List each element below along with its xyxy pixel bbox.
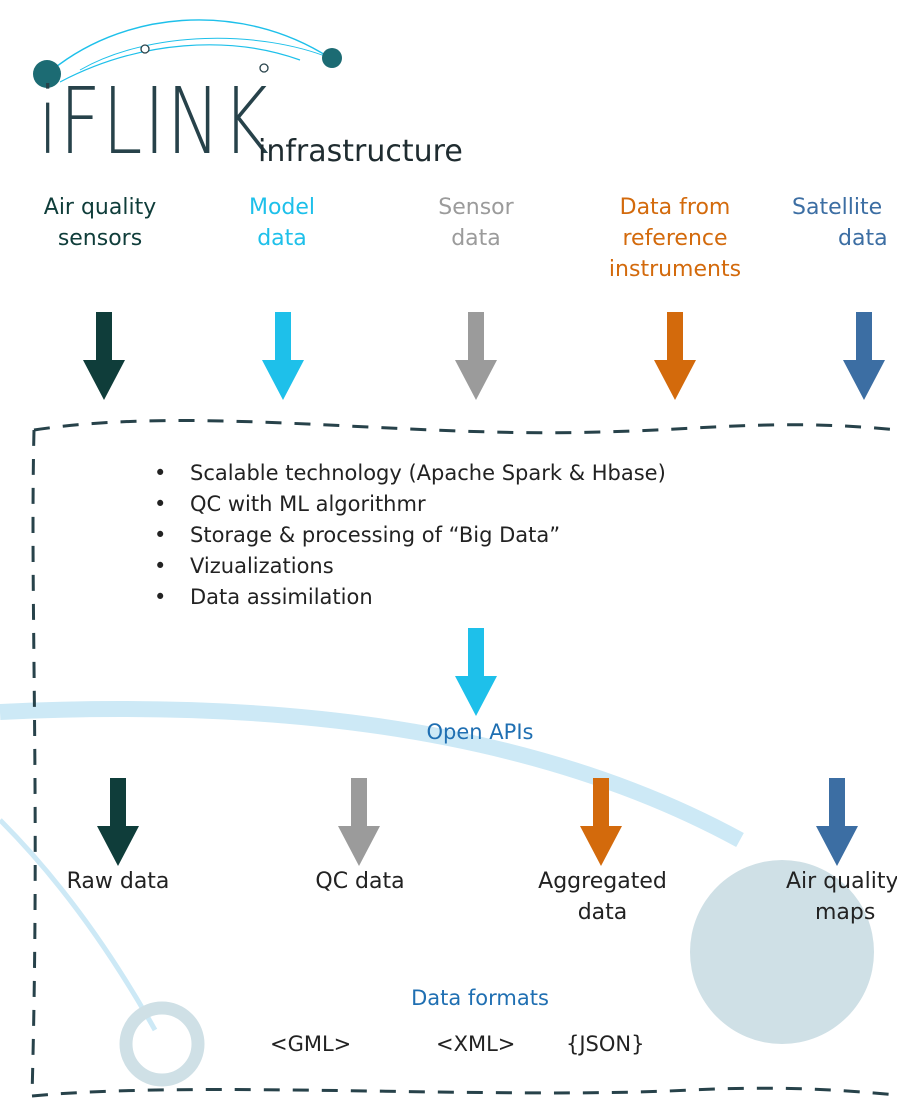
arrow-aggregated-data	[580, 778, 622, 866]
format-gml: <GML>	[270, 1032, 352, 1056]
feature-list: Scalable technology (Apache Spark & Hbas…	[150, 458, 666, 613]
logo-dot	[322, 48, 342, 68]
source-label-model-data: Model data	[192, 192, 372, 254]
source-label-line: data	[451, 226, 501, 251]
source-label-line: data	[838, 226, 888, 251]
logo-wordmark: iFLINK	[38, 68, 271, 175]
source-label-satellite-data: Satellite data	[786, 192, 897, 254]
source-label-line: Satellite	[792, 195, 883, 220]
output-label-line: QC data	[315, 869, 405, 894]
source-label-line: Model	[248, 195, 316, 220]
format-json: {JSON}	[566, 1032, 645, 1056]
output-label-air-quality-maps: Air quality maps	[772, 866, 897, 928]
output-label-line: Raw data	[66, 869, 170, 894]
feature-item: Storage & processing of “Big Data”	[154, 520, 666, 551]
logo-swirl	[44, 19, 331, 77]
arrow-open-apis	[455, 628, 497, 716]
format-xml: <XML>	[436, 1032, 516, 1056]
output-label-aggregated-data: Aggregated data	[525, 866, 680, 928]
decorative-ring	[119, 1001, 205, 1087]
box-border-bottom	[31, 1086, 897, 1098]
source-label-sensor-data: Sensor data	[386, 192, 566, 254]
box-border-top	[33, 419, 897, 435]
logo-dot	[140, 44, 150, 54]
arrow-qc-data	[338, 778, 380, 866]
arrow-air-quality-sensors	[83, 312, 125, 400]
decorative-line	[0, 818, 158, 1032]
source-label-line: Sensor	[438, 195, 514, 220]
output-label-line: Air quality	[786, 869, 897, 894]
data-formats-title: Data formats	[411, 986, 549, 1010]
source-label-line: sensors	[57, 226, 143, 251]
decorative-circle	[690, 860, 874, 1044]
logo-dot	[259, 63, 269, 73]
output-label-raw-data: Raw data	[48, 866, 188, 897]
box-border-left	[30, 429, 37, 1097]
source-label-reference-instruments: Data from reference instruments	[585, 192, 765, 285]
open-apis-label: Open APIs	[426, 720, 534, 744]
source-label-line: data	[257, 226, 307, 251]
logo-swirl	[79, 37, 331, 71]
logo-dot	[33, 60, 61, 88]
arrow-model-data	[262, 312, 304, 400]
arrow-sensor-data	[455, 312, 497, 400]
source-label-air-quality-sensors: Air quality sensors	[10, 192, 190, 254]
logo-swirl	[59, 44, 301, 83]
feature-item: QC with ML algorithmr	[154, 489, 666, 520]
source-label-line: instruments	[608, 257, 742, 282]
output-label-line: Aggregated	[538, 869, 667, 894]
decorative-arc	[0, 701, 744, 848]
output-label-line: maps	[815, 900, 876, 925]
feature-item: Data assimilation	[154, 582, 666, 613]
output-label-line: data	[577, 900, 628, 925]
feature-item: Scalable technology (Apache Spark & Hbas…	[154, 458, 666, 489]
source-label-line: Air quality	[43, 195, 157, 220]
arrow-air-quality-maps	[816, 778, 858, 866]
source-label-line: Data from	[619, 195, 731, 220]
logo-subtitle: infrastructure	[258, 134, 463, 169]
feature-item: Vizualizations	[154, 551, 666, 582]
arrow-satellite-data	[843, 312, 885, 400]
output-label-qc-data: QC data	[290, 866, 430, 897]
arrow-raw-data	[97, 778, 139, 866]
arrow-reference-instruments	[654, 312, 696, 400]
source-label-line: reference	[622, 226, 728, 251]
